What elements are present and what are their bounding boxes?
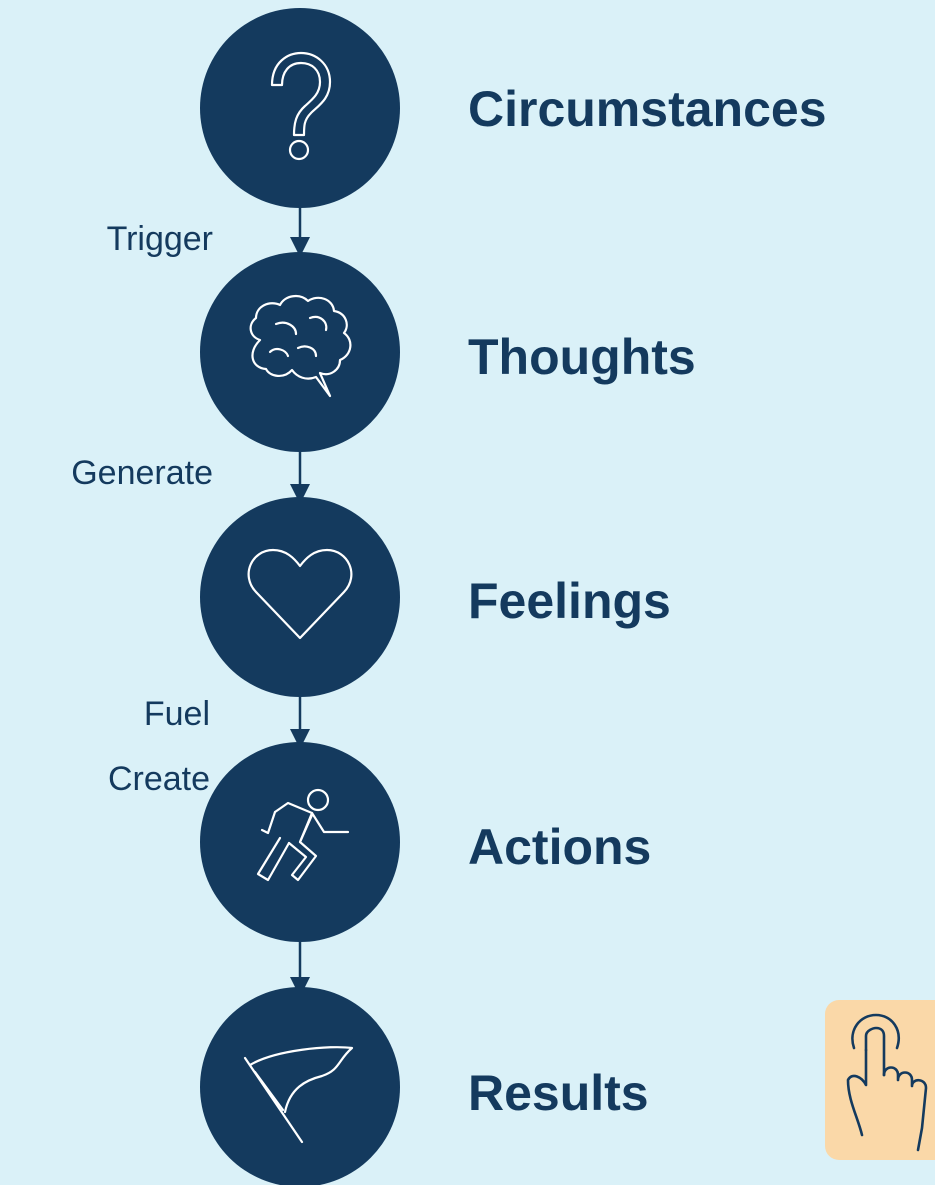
connector-label-fuel: Fuel [144, 695, 210, 733]
running-person-icon [256, 788, 350, 882]
tap-hand-icon [846, 1013, 928, 1152]
heart-icon [247, 548, 353, 640]
step-title-results: Results [468, 1065, 649, 1121]
step-circumstances: Circumstances [200, 8, 827, 208]
question-mark-icon [270, 51, 332, 161]
node-circle [200, 252, 400, 452]
step-actions: Actions [200, 742, 651, 942]
brain-icon [249, 295, 352, 398]
step-title-actions: Actions [468, 819, 651, 875]
step-title-feelings: Feelings [468, 573, 671, 629]
step-feelings: Feelings [200, 497, 671, 697]
connector-label-create: Create [108, 760, 210, 798]
node-circle [200, 497, 400, 697]
connector-label-trigger: Trigger [107, 220, 213, 258]
step-title-circumstances: Circumstances [468, 81, 827, 137]
tap-button[interactable] [825, 1000, 935, 1160]
node-circle [200, 8, 400, 208]
flag-icon [243, 1046, 354, 1144]
step-results: Results [200, 987, 649, 1185]
step-title-thoughts: Thoughts [468, 329, 696, 385]
step-thoughts: Thoughts [200, 252, 696, 452]
connector-label-generate: Generate [71, 454, 213, 492]
